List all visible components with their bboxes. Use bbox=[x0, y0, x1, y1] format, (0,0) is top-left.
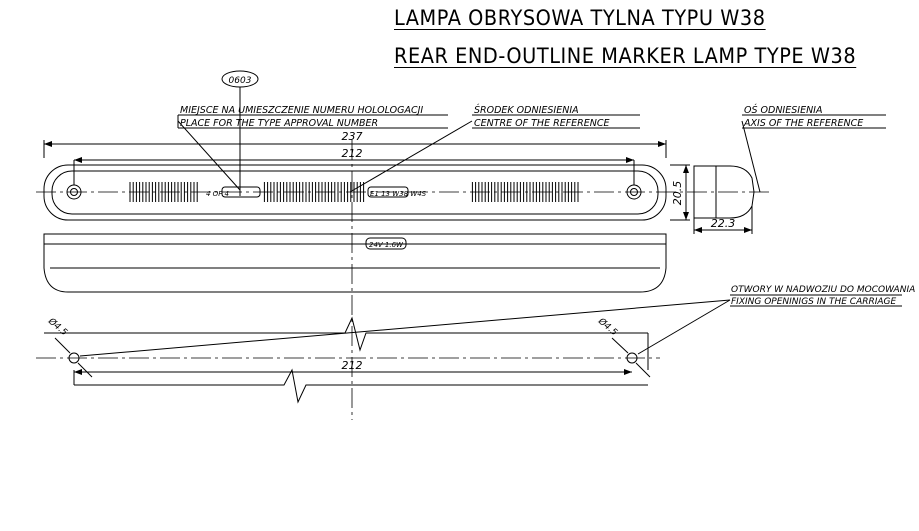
hole-diameter-left: Ø4.5 bbox=[45, 315, 69, 338]
reference-centre-leader bbox=[349, 114, 640, 193]
dimension-overall bbox=[43, 140, 667, 158]
reference-axis-en: AXIS OF THE REFERENCE bbox=[743, 118, 863, 129]
dimension-depth-label: 22.3 bbox=[711, 217, 736, 230]
reference-axis-leader bbox=[741, 114, 886, 193]
approval-label-en: PLACE FOR THE TYPE APPROVAL NUMBER bbox=[180, 118, 378, 129]
approval-label-pl: MIEJSCE NA UMIESZCZENIE NUMERU HOLOLOGAC… bbox=[180, 105, 423, 116]
dimension-hole-spacing-label: 212 bbox=[342, 147, 363, 160]
reference-axis-pl: OŚ ODNIESIENIA bbox=[744, 104, 822, 116]
lens-ribs bbox=[129, 182, 579, 202]
reference-centre-pl: ŚRODEK ODNIESIENIA bbox=[474, 104, 579, 116]
fixing-label-pl: OTWORY W NADWOZIU DO MOCOWANIA bbox=[731, 285, 915, 295]
dimension-hole-spacing bbox=[73, 157, 635, 185]
hole-diameter-right: Ø4.5 bbox=[595, 315, 619, 338]
lens-marking-right: E1 13 W38 W4S bbox=[370, 190, 427, 198]
title-polish: LAMPA OBRYSOWA TYLNA TYPU W38 bbox=[394, 6, 766, 30]
lens-marking-left: 4 OF 4 bbox=[206, 190, 229, 198]
fixing-label-en: FIXING OPENINIGS IN THE CARRIAGE bbox=[731, 297, 897, 307]
fixing-leader bbox=[79, 294, 902, 357]
dimension-height-label: 20.5 bbox=[671, 181, 684, 206]
rating-label: 24V 1.6W bbox=[369, 241, 404, 249]
dimension-height bbox=[670, 164, 690, 221]
fixing-hole-right bbox=[626, 352, 638, 364]
badge-code: 0603 bbox=[229, 76, 252, 86]
lamp-side-view bbox=[693, 165, 755, 234]
dimension-mount-spacing-label: 212 bbox=[342, 359, 363, 372]
approval-leader bbox=[177, 114, 448, 191]
title-english: REAR END-OUTLINE MARKER LAMP TYPE W38 bbox=[394, 44, 857, 68]
dimension-overall-label: 237 bbox=[342, 130, 363, 143]
reference-centre-en: CENTRE OF THE REFERENCE bbox=[474, 118, 610, 129]
lamp-body-bottom bbox=[43, 233, 667, 293]
fixing-hole-left bbox=[68, 352, 80, 364]
lamp-body-front bbox=[43, 164, 667, 221]
